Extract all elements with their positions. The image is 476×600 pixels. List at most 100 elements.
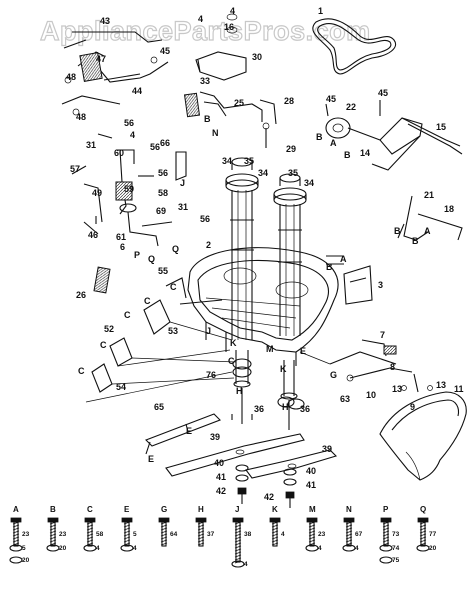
- callout-J: J: [206, 326, 211, 336]
- callout-C: C: [78, 366, 85, 376]
- callout-48: 48: [76, 112, 86, 122]
- callout-16: 16: [224, 22, 234, 32]
- hardware-letter: K: [272, 505, 278, 514]
- callout-63: 63: [340, 394, 350, 404]
- callout-G: G: [330, 370, 337, 380]
- thread-mark: [382, 536, 390, 540]
- callout-60: 60: [114, 148, 124, 158]
- callout-P: P: [134, 250, 140, 260]
- thread-mark: [308, 536, 316, 540]
- hardware-part-number: 37: [207, 531, 215, 538]
- callout-42: 42: [216, 486, 226, 496]
- deck-side-brackets: [85, 277, 237, 403]
- thread-mark: [49, 530, 57, 534]
- callout-7: 7: [380, 330, 385, 340]
- thread-mark: [123, 524, 131, 528]
- callout-C: C: [100, 340, 107, 350]
- blade-left: [165, 433, 305, 477]
- callout-B: B: [412, 236, 419, 246]
- thread-mark: [160, 542, 168, 546]
- nut-icon: [9, 544, 23, 552]
- thread-mark: [12, 524, 20, 528]
- hardware-part-number: 4: [355, 545, 359, 552]
- nut-icon: [83, 544, 97, 552]
- callout-66: 66: [160, 138, 170, 148]
- callout-45: 45: [378, 88, 388, 98]
- callout-9: 9: [410, 402, 415, 412]
- thread-mark: [345, 539, 353, 543]
- callout-47: 47: [96, 54, 106, 64]
- callout-K: K: [230, 338, 237, 348]
- bolt-head-icon: [269, 517, 281, 523]
- bolt-head-icon: [417, 517, 429, 523]
- callout-C: C: [228, 356, 235, 366]
- callout-55: 55: [158, 266, 168, 276]
- bolt-head-icon: [343, 517, 355, 523]
- callout-A: A: [340, 254, 347, 264]
- thread-mark: [234, 551, 242, 555]
- hardware-letter: M: [309, 505, 316, 514]
- hardware-part-number: 75: [392, 557, 400, 564]
- thread-mark: [197, 527, 205, 531]
- thread-mark: [197, 533, 205, 537]
- hardware-part-number: 4: [133, 545, 137, 552]
- bolt-head-icon: [84, 517, 96, 523]
- thread-mark: [271, 530, 279, 534]
- hardware-part-number: 5: [133, 531, 137, 538]
- callout-15: 15: [436, 122, 446, 132]
- spindle-left: [225, 157, 259, 340]
- thread-mark: [49, 539, 57, 543]
- thread-mark: [49, 536, 57, 540]
- thread-mark: [86, 536, 94, 540]
- callout-6: 6: [120, 242, 125, 252]
- nut-icon: [46, 544, 60, 552]
- thread-mark: [345, 524, 353, 528]
- thread-mark: [160, 533, 168, 537]
- thread-mark: [382, 530, 390, 534]
- hardware-part-number: 77: [429, 531, 437, 538]
- callout-1: 1: [318, 6, 323, 16]
- nut-icon: [379, 544, 393, 552]
- lift-link-assembly: [71, 133, 187, 247]
- callout-41: 41: [216, 472, 226, 482]
- thread-mark: [49, 524, 57, 528]
- thread-mark: [419, 527, 427, 531]
- thread-mark: [12, 539, 20, 543]
- callout-4: 4: [130, 130, 135, 140]
- spindle-right: [273, 173, 307, 336]
- callout-4: 4: [230, 6, 235, 16]
- callout-56: 56: [158, 168, 168, 178]
- callout-56: 56: [150, 142, 160, 152]
- thread-mark: [86, 521, 94, 525]
- thread-mark: [234, 557, 242, 561]
- thread-mark: [123, 533, 131, 537]
- callout-45: 45: [326, 94, 336, 104]
- blade-hardware-left: [235, 464, 249, 504]
- thread-mark: [345, 530, 353, 534]
- lift-bracket-assembly: [183, 13, 277, 148]
- thread-mark: [86, 533, 94, 537]
- hardware-part-number: 4: [96, 545, 100, 552]
- callout-B: B: [316, 132, 323, 142]
- thread-mark: [86, 527, 94, 531]
- thread-mark: [419, 536, 427, 540]
- thread-mark: [160, 539, 168, 543]
- callout-E: E: [186, 426, 192, 436]
- callout-C: C: [144, 296, 151, 306]
- thread-mark: [382, 527, 390, 531]
- nut-icon: [342, 544, 356, 552]
- callout-21: 21: [424, 190, 434, 200]
- thread-mark: [86, 539, 94, 543]
- hardware-part-number: 73: [392, 531, 400, 538]
- hardware-part-number: 23: [59, 531, 67, 538]
- nut-icon: [120, 544, 134, 552]
- thread-mark: [271, 521, 279, 525]
- thread-mark: [197, 530, 205, 534]
- callout-labels: 1 2 3 4 4 4 6 7 8 9 10 11 13 13 14 15 16…: [66, 6, 464, 502]
- thread-mark: [197, 539, 205, 543]
- callout-B: B: [344, 150, 351, 160]
